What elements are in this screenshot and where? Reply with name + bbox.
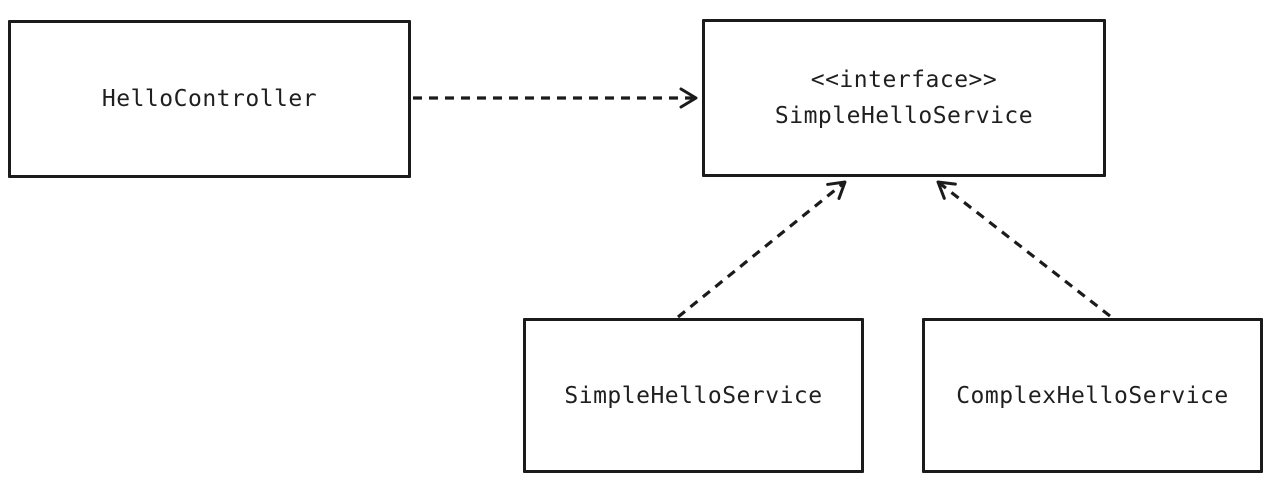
node-simple-hello-service-label: SimpleHelloService xyxy=(564,382,823,409)
interface-name-label: SimpleHelloService xyxy=(774,103,1034,129)
node-simple-hello-service: SimpleHelloService xyxy=(523,318,864,473)
node-complex-hello-service-label: ComplexHelloService xyxy=(956,382,1229,409)
node-hello-controller: HelloController xyxy=(8,20,411,178)
node-complex-hello-service: ComplexHelloService xyxy=(922,318,1263,473)
node-interface-simple-hello-service: <<interface>> SimpleHelloService xyxy=(702,19,1106,177)
interface-stereotype-label: <<interface>> xyxy=(810,67,998,93)
edge-simple-to-interface xyxy=(676,180,847,319)
node-hello-controller-label: HelloController xyxy=(101,86,318,112)
edge-complex-to-interface xyxy=(936,180,1111,318)
